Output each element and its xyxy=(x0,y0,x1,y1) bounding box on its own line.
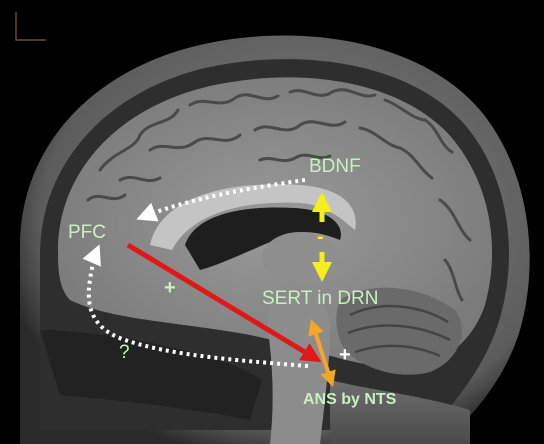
label-pfc: PFC xyxy=(68,222,106,243)
plus-sign-left: + xyxy=(164,277,176,299)
label-bdnf: BDNF xyxy=(309,156,361,177)
label-sert-in-drn: SERT in DRN xyxy=(262,288,379,309)
question-mark: ? xyxy=(119,342,130,363)
minus-sign: - xyxy=(317,226,324,248)
label-ans-by-nts: ANS by NTS xyxy=(303,391,397,408)
plus-sign-right: + xyxy=(339,344,351,366)
thalamus xyxy=(262,232,338,284)
